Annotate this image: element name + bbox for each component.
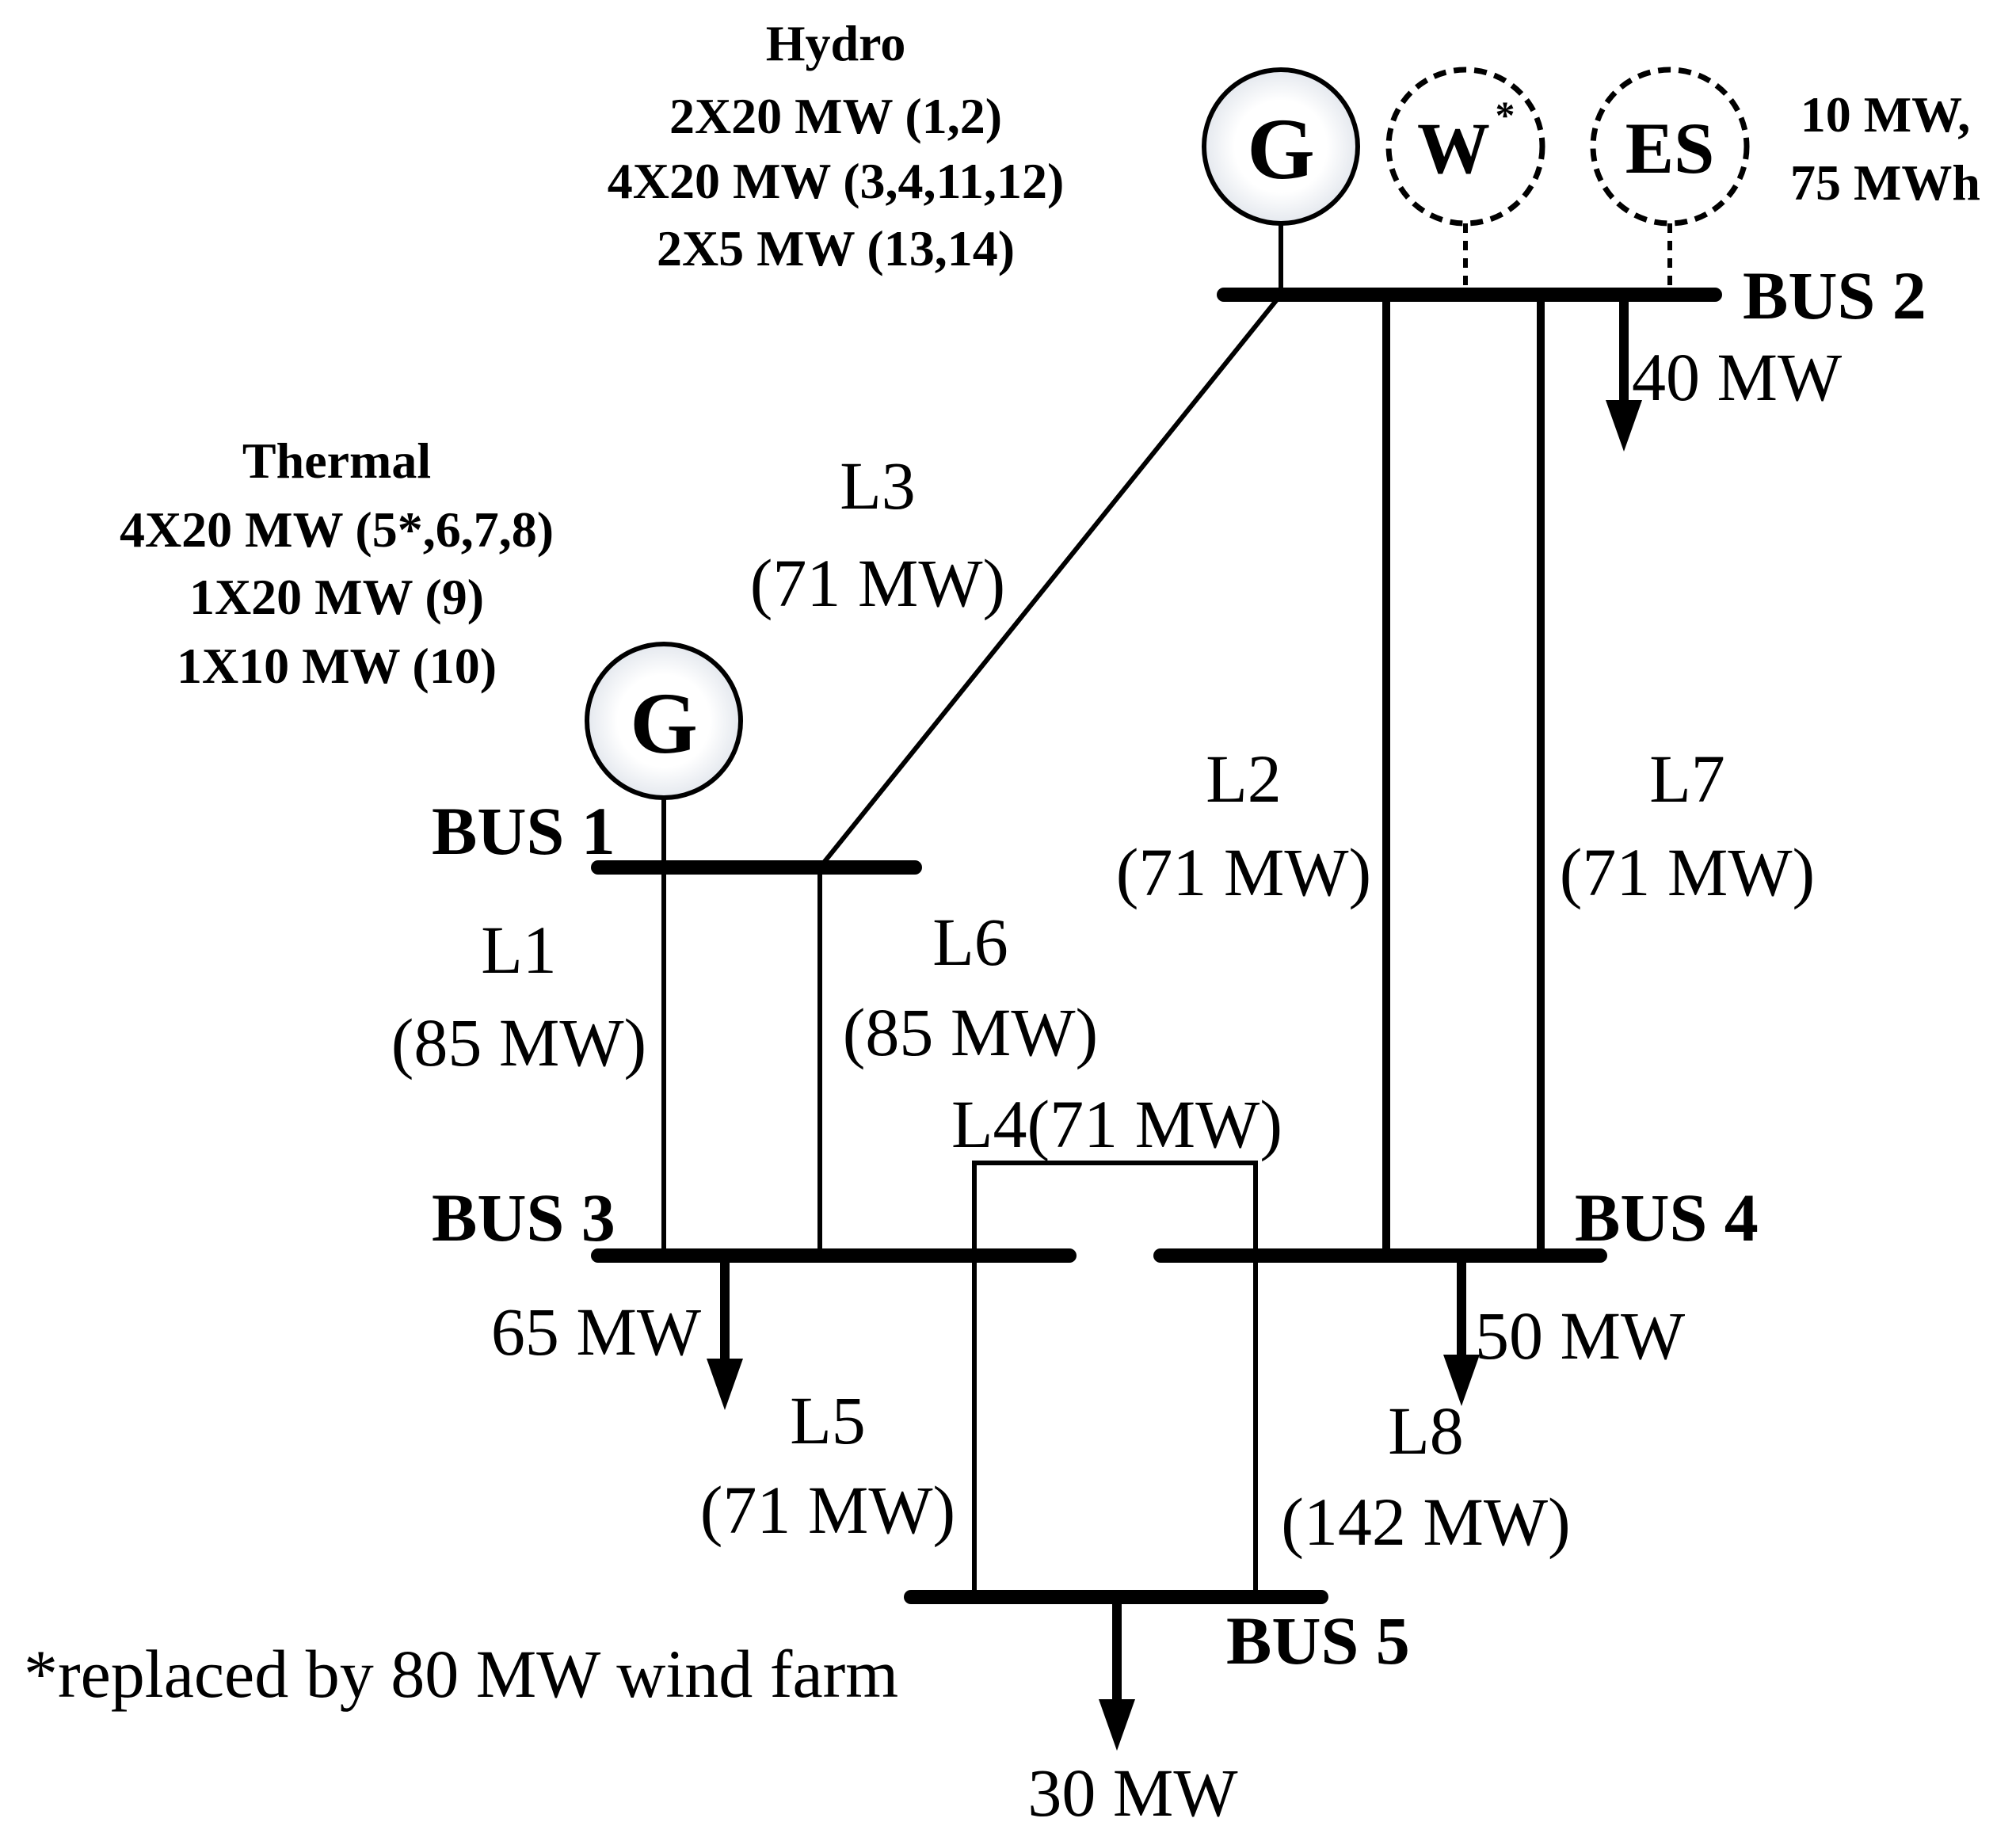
load-arrow-bus2 <box>1606 295 1642 452</box>
line-label-L8-rating: (142 MW) <box>1281 1484 1570 1560</box>
hydro-units-label: Hydro 2X20 MW (1,2) 4X20 MW (3,4,11,12) … <box>608 15 1065 276</box>
line-label-L8-name: L8 <box>1388 1393 1464 1469</box>
load-value-bus5: 30 MW <box>1027 1755 1237 1822</box>
line-label-L2-name: L2 <box>1206 741 1282 817</box>
hydro-line-3: 2X5 MW (13,14) <box>657 220 1015 276</box>
bus-label-3: BUS 3 <box>432 1180 615 1256</box>
thermal-line-3: 1X10 MW (10) <box>177 638 497 694</box>
line-label-L6-name: L6 <box>932 904 1008 980</box>
line-label-L3-name: L3 <box>840 448 916 524</box>
bus-label-1: BUS 1 <box>432 793 615 869</box>
wind-generator: W * <box>1385 67 1545 295</box>
line-label-L7-rating: (71 MW) <box>1560 834 1815 910</box>
load-arrow-bus5 <box>1099 1597 1135 1751</box>
hydro-line-1: 2X20 MW (1,2) <box>669 88 1002 144</box>
load-value-bus3: 65 MW <box>491 1294 701 1370</box>
line-label-L6-rating: (85 MW) <box>843 994 1098 1070</box>
load-value-bus2: 40 MW <box>1632 339 1842 415</box>
storage-rating-energy: 75 MWh <box>1790 154 1980 211</box>
line-label-L5-rating: (71 MW) <box>700 1472 955 1548</box>
line-label-L4: L4(71 MW) <box>951 1086 1282 1162</box>
line-L3 <box>817 293 1283 869</box>
footnote: *replaced by 80 MW wind farm <box>24 1636 898 1712</box>
load-arrow-bus3 <box>707 1256 743 1410</box>
bus-label-5: BUS 5 <box>1226 1603 1410 1679</box>
line-label-L5-name: L5 <box>790 1382 866 1458</box>
hydro-title: Hydro <box>766 15 906 71</box>
line-label-L3-rating: (71 MW) <box>750 545 1005 621</box>
bus2-hydro-generator: G <box>1202 67 1360 295</box>
thermal-line-2: 1X20 MW (9) <box>189 569 484 625</box>
storage-symbol: ES <box>1625 108 1715 189</box>
line-L4 <box>972 1161 1258 1256</box>
generator-symbol: G <box>1247 101 1315 197</box>
thermal-title: Thermal <box>242 433 431 489</box>
bus-label-2: BUS 2 <box>1743 257 1926 334</box>
thermal-units-label: Thermal 4X20 MW (5*,6,7,8) 1X20 MW (9) 1… <box>120 433 554 694</box>
line-label-L7-name: L7 <box>1649 741 1725 817</box>
line-label-L1-name: L1 <box>481 912 557 988</box>
energy-storage: ES <box>1590 67 1750 295</box>
bus-label-4: BUS 4 <box>1575 1180 1759 1256</box>
bus1-thermal-generator: G <box>585 642 743 867</box>
wind-symbol: W <box>1417 108 1490 189</box>
hydro-line-2: 4X20 MW (3,4,11,12) <box>608 153 1065 209</box>
storage-rating-power: 10 MW, <box>1801 86 1971 143</box>
generator-symbol: G <box>630 675 698 772</box>
line-label-L1-rating: (85 MW) <box>391 1004 646 1081</box>
thermal-line-1: 4X20 MW (5*,6,7,8) <box>120 501 554 558</box>
load-arrow-bus4 <box>1443 1256 1480 1406</box>
line-label-L2-rating: (71 MW) <box>1116 834 1371 910</box>
load-value-bus4: 50 MW <box>1475 1298 1685 1374</box>
wind-asterisk: * <box>1496 93 1515 137</box>
